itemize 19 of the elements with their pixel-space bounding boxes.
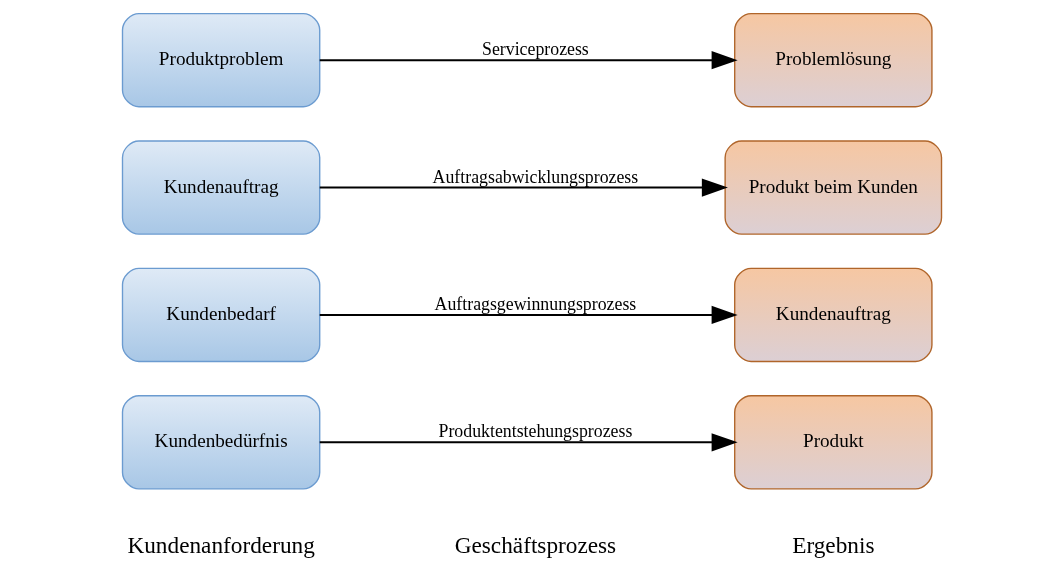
label: Kundenanforderung [127,532,315,559]
label: Geschäftsprozess [454,532,617,559]
node-box: Problemlösung [734,12,933,108]
node-box: Kundenbedarf [121,267,321,363]
node-box: Kundenauftrag [734,267,933,363]
node-box: Produktproblem [121,12,321,108]
arrow [319,178,728,197]
label: Ergebnis [792,532,875,559]
arrow [319,433,738,452]
node-box: Kundenbedürfnis [121,395,321,490]
edge-label: Serviceprozess [482,39,589,60]
edge-label: Auftragsgewinnungsprozess [434,293,637,314]
arrow [319,51,738,70]
node-box: Kundenauftrag [121,140,321,235]
arrow [319,305,738,325]
edge-label: Produktentstehungsprozess [438,421,633,442]
node-box: Produkt beim Kunden [724,140,943,235]
node-box: Produkt [734,395,933,490]
edge-label: Auftragsabwicklungsprozess [432,166,639,187]
